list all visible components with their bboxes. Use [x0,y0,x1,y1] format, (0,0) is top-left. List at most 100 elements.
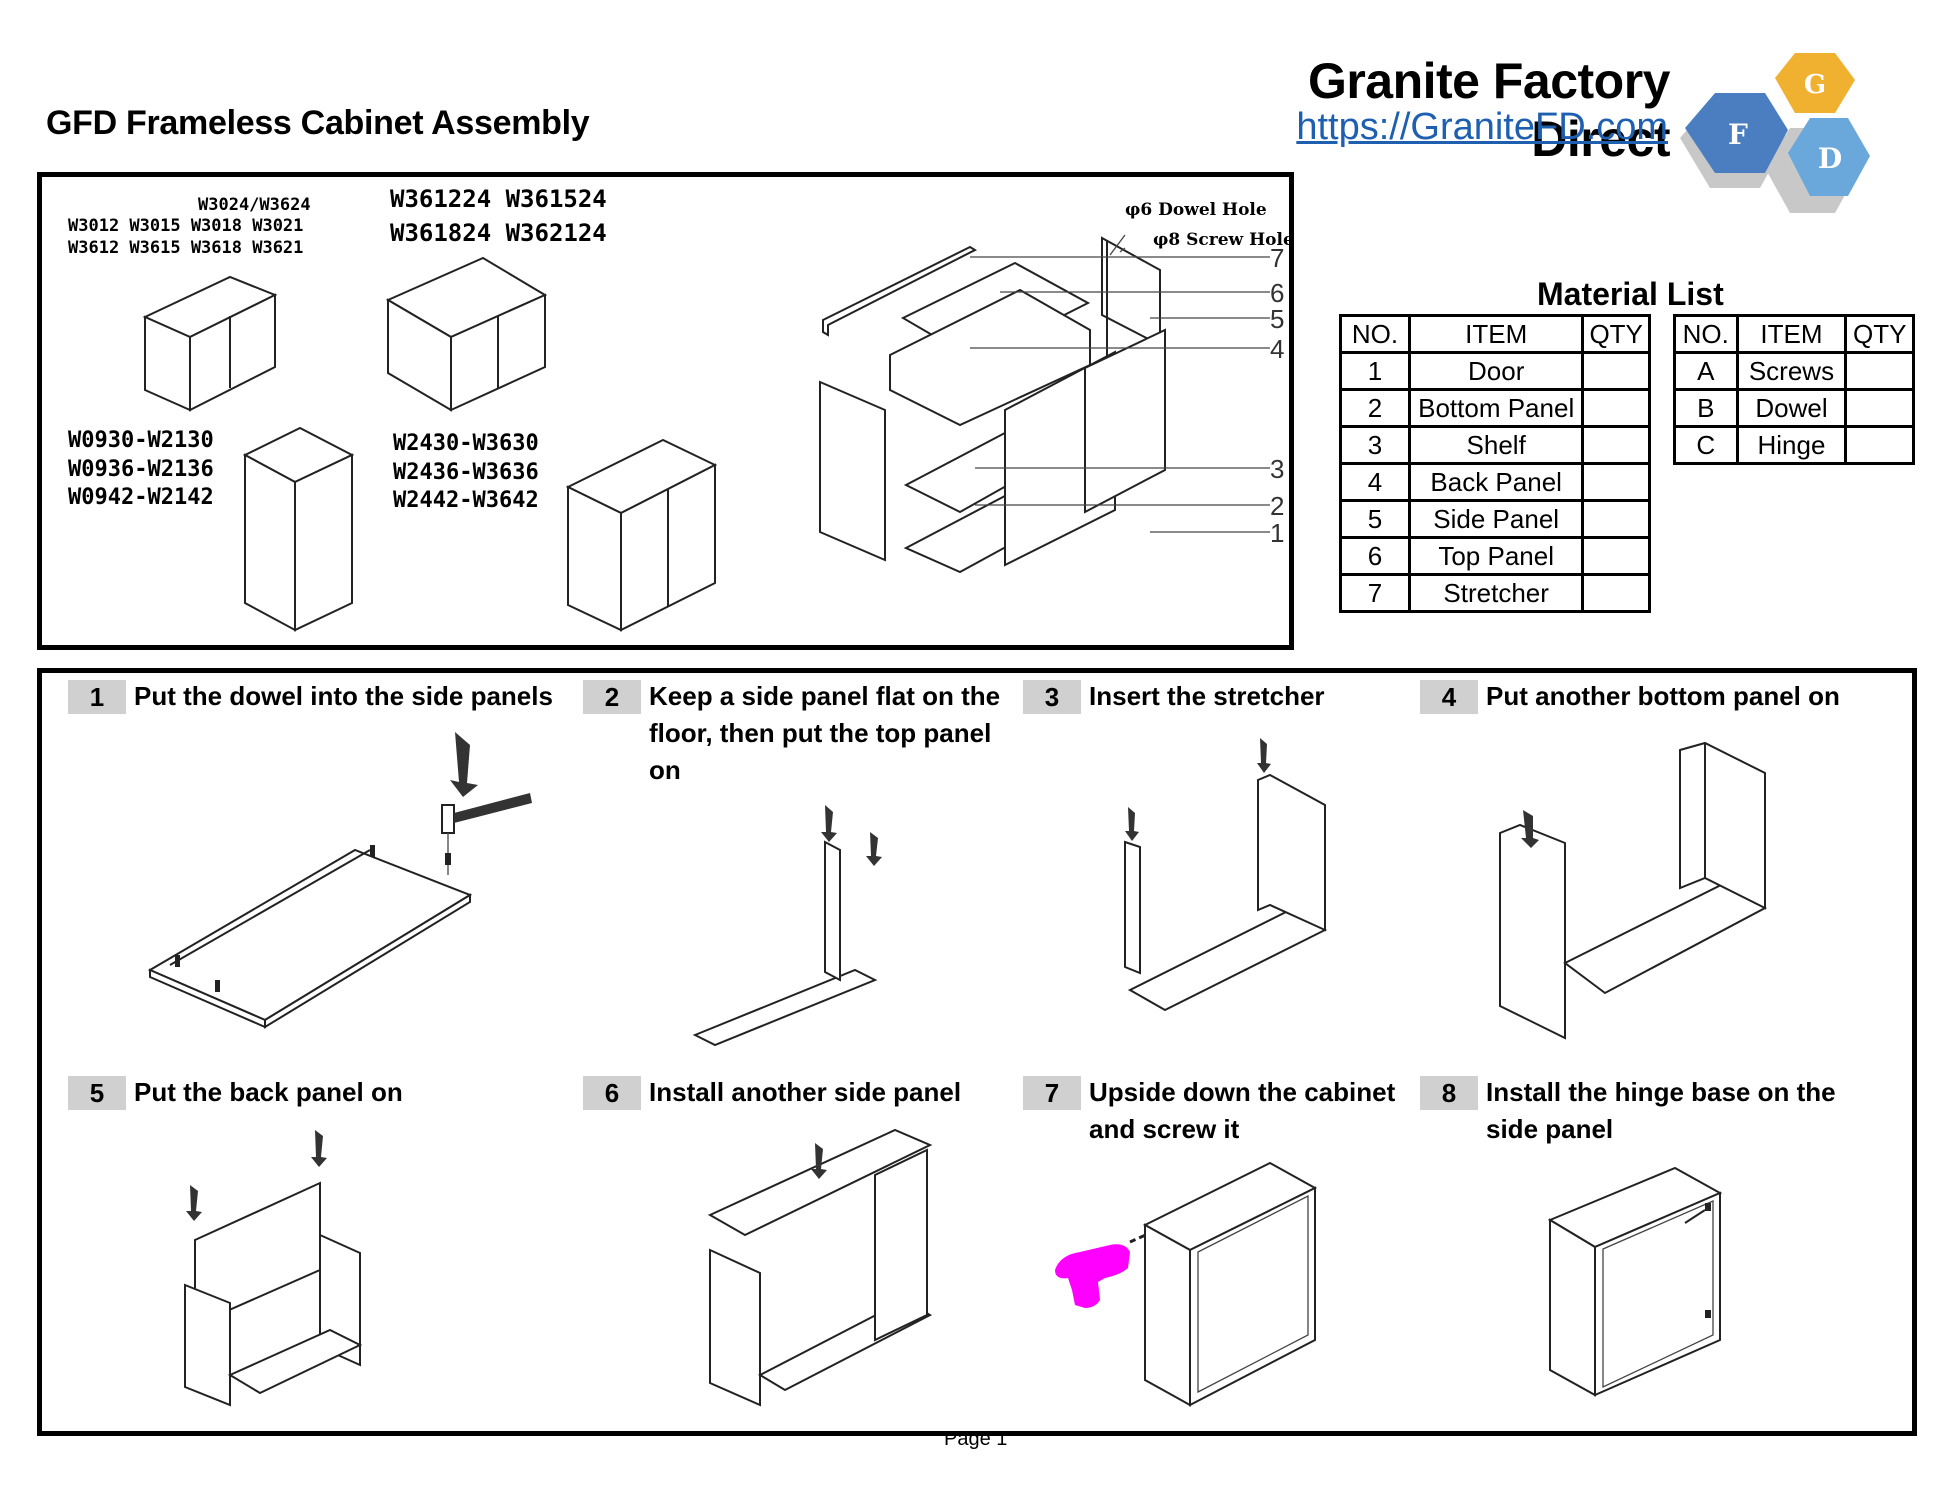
step-6-illustration [707,1128,933,1407]
callout-5: 5 [1270,304,1284,334]
material-list-title: Material List [1537,276,1724,312]
header-no: NO. [1673,314,1739,354]
step-1-illustration [147,732,532,1029]
cell-item: Dowel [1735,388,1848,428]
down-arrow-icon [1257,738,1271,773]
cabinet-illustration-tall-double [565,438,718,632]
logo-hex-d [1788,118,1870,196]
down-arrow-icon [1521,810,1539,848]
down-arrow-icon [450,732,478,797]
cell-qty[interactable] [1581,573,1651,613]
step-3-header: 3 Insert the stretcher [1023,680,1403,715]
part-door [1084,328,1166,514]
cell-no: B [1673,388,1739,428]
callout-6: 6 [1270,278,1284,308]
header-qty: QTY [1581,314,1651,354]
exploded-assembly-diagram: 7 6 5 4 3 2 1 [819,234,1284,574]
step-number-badge: 2 [583,680,641,714]
step-8-header: 8 Install the hinge base on the side pan… [1420,1076,1900,1148]
header-no: NO. [1339,314,1411,354]
hinge-base-icon [1684,1203,1711,1318]
cell-qty[interactable] [1581,536,1651,576]
cell-no: C [1673,425,1739,465]
model-line: W3012 W3015 W3018 W3021 [68,216,304,237]
model-line: W0930-W2130 [68,428,214,453]
step-7-illustration [1055,1161,1318,1407]
step-instruction: Upside down the cabinet and screw it [1089,1077,1396,1144]
model-line: W0942-W2142 [68,485,214,511]
step-number-badge: 4 [1420,680,1478,714]
step-instruction: Install the hinge base on the side panel [1486,1077,1836,1144]
header-qty: QTY [1844,314,1915,354]
logo-letter-f: F [1728,118,1748,151]
cell-qty[interactable] [1844,425,1915,465]
step-2-illustration [692,805,882,1047]
model-line: W2436-W3636 [393,459,539,485]
cell-no: 3 [1339,425,1411,465]
callout-1: 1 [1270,518,1284,548]
part-side-panel-left [819,380,886,562]
step-instruction: Put the back panel on [134,1077,403,1107]
cell-qty[interactable] [1581,351,1651,391]
model-line: W3612 W3615 W3618 W3621 [68,237,304,258]
step-instruction: Put another bottom panel on [1486,681,1840,711]
down-arrow-icon [811,1143,827,1179]
down-arrow-icon [186,1185,202,1221]
table-header-row: NO. ITEM QTY [1673,314,1915,354]
model-group-3: W0930-W2130 W0936-W2136 W0942-W2142 [68,427,214,513]
step-8-illustration [1547,1166,1723,1397]
cell-qty[interactable] [1581,499,1651,539]
model-line: W0936-W2136 [68,456,214,482]
cell-qty[interactable] [1581,462,1651,502]
page-number: Page 1 [944,1428,1008,1450]
brand-url-link[interactable]: https://GraniteFD.com [1296,106,1668,148]
cell-item: Screws [1735,351,1848,391]
step-5-header: 5 Put the back panel on [68,1076,568,1111]
drill-icon [1055,1244,1130,1308]
cell-item: Shelf [1407,425,1585,465]
logo-letter-d: D [1818,142,1842,175]
cabinet-illustration-small-wide [142,275,278,412]
callout-2: 2 [1270,491,1284,521]
model-line: W2442-W3642 [393,488,539,514]
cell-qty[interactable] [1844,351,1915,391]
cell-qty[interactable] [1581,425,1651,465]
step-instruction: Insert the stretcher [1089,681,1325,711]
down-arrow-icon [866,832,882,866]
step-2-header: 2 Keep a side panel flat on the floor, t… [583,680,1023,789]
cell-no: 5 [1339,499,1411,539]
step-number-badge: 5 [68,1076,126,1110]
step-instruction: Install another side panel [649,1077,962,1107]
step-number-badge: 1 [68,680,126,714]
cell-qty[interactable] [1844,388,1915,428]
dowel-hole-callout: φ6 Dowel Hole [1125,200,1267,220]
down-arrow-icon [311,1130,327,1167]
step-6-header: 6 Install another side panel [583,1076,1023,1111]
gfd-logo: G F D [1680,53,1870,213]
cell-no: 4 [1339,462,1411,502]
cell-no: 7 [1339,573,1411,613]
cell-item: Hinge [1735,425,1848,465]
down-arrow-icon [1125,807,1139,841]
dowel-icon [175,845,375,992]
callout-4: 4 [1270,334,1284,364]
model-group-1: W3024/W3624 W3012 W3015 W3018 W3021 W361… [68,195,311,259]
cell-qty[interactable] [1581,388,1651,428]
step-number-badge: 3 [1023,680,1081,714]
model-line: W361224 W361524 [390,185,607,213]
step-5-illustration [184,1130,363,1407]
step-instruction: Put the dowel into the side panels [134,681,553,711]
cell-no: 1 [1339,351,1411,391]
model-line: W361824 W362124 [390,218,607,247]
hammer-icon [441,793,532,875]
